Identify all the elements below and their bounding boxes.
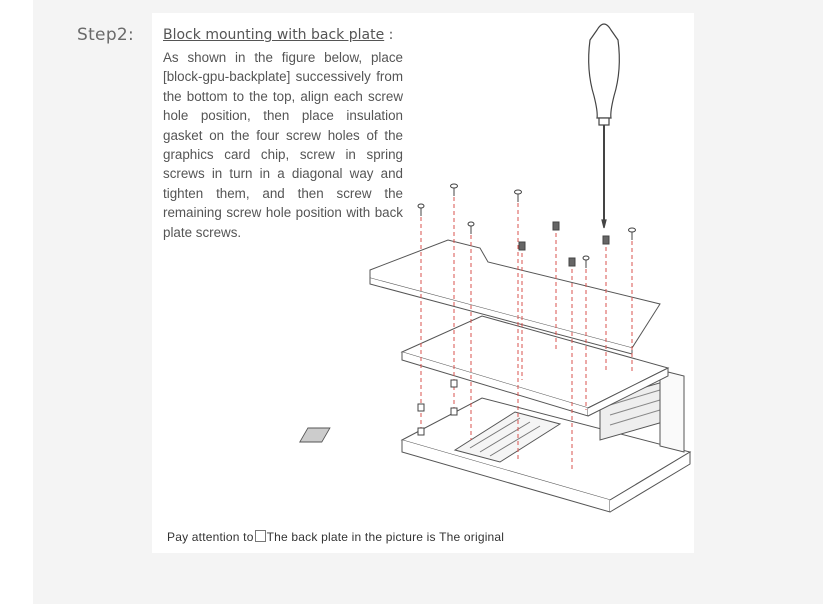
gpu-block	[400, 315, 670, 417]
screw-icon	[582, 255, 590, 268]
screw-icon	[450, 183, 458, 196]
spring-screw-icon	[518, 241, 526, 251]
screws	[417, 183, 636, 268]
backplate	[369, 239, 661, 355]
step-label: Step2:	[77, 25, 135, 45]
note-suffix: The back plate in the picture is The ori…	[266, 530, 505, 544]
attention-note: Pay attention to The back plate in the pi…	[167, 530, 504, 544]
screw-icon	[628, 227, 636, 240]
heading-suffix: :	[384, 27, 394, 43]
screw-icon	[467, 221, 475, 234]
step-heading: Block mounting with back plate :	[163, 27, 393, 43]
alignment-guides	[420, 190, 633, 470]
standoffs	[417, 379, 458, 436]
screw-icon	[417, 203, 425, 216]
spring-screw-icon	[568, 257, 576, 267]
spring-screw-icon	[602, 235, 610, 245]
screwdriver-icon	[588, 23, 620, 229]
screw-icon	[514, 189, 522, 202]
heading-title: Block mounting with back plate	[163, 27, 385, 43]
instruction-text: As shown in the figure below, place [blo…	[163, 50, 403, 240]
note-prefix: Pay attention to	[167, 530, 254, 544]
placeholder-box-icon	[254, 530, 266, 542]
spring-screw-icon	[552, 221, 560, 231]
gpu-board	[299, 369, 692, 513]
